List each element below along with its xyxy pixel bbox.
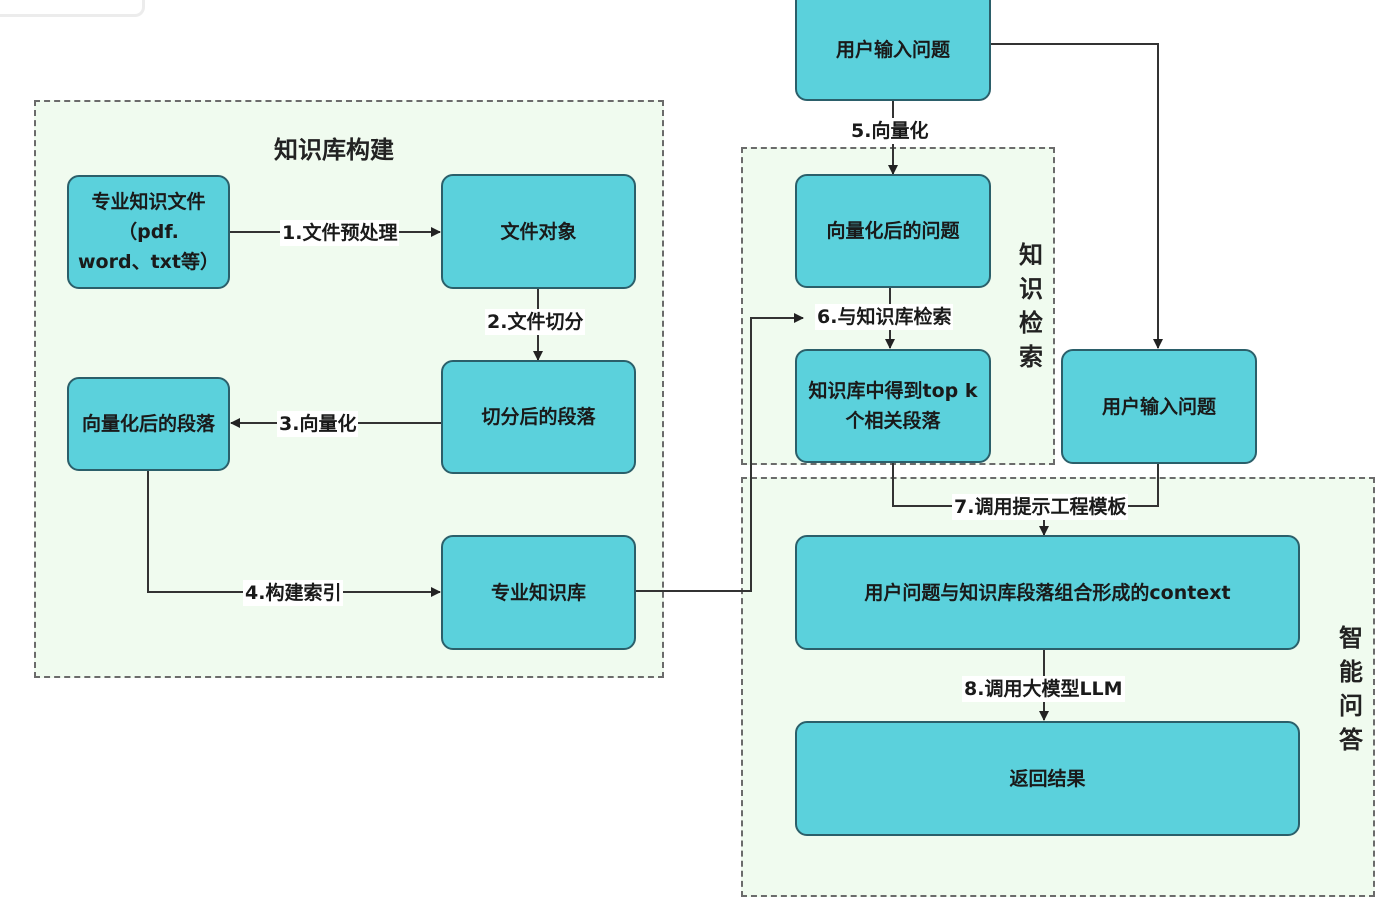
- node-user-question-top: 用户输入问题: [795, 0, 991, 101]
- edge-kb-to-retrieval: [636, 313, 804, 592]
- node-knowledge-base: 专业知识库: [441, 535, 636, 650]
- edge-user-question-forward: [990, 43, 1163, 349]
- edge-label-step6: 6.与知识库检索: [815, 304, 954, 330]
- edge-label-step8: 8.调用大模型LLM: [962, 676, 1125, 702]
- region-title-build: 知识库构建: [274, 136, 394, 164]
- edge-label-step5: 5.向量化: [849, 118, 931, 144]
- node-split-paragraphs: 切分后的段落: [441, 360, 636, 474]
- node-vectorized-question: 向量化后的问题: [795, 174, 991, 288]
- node-file-object: 文件对象: [441, 174, 636, 289]
- node-top-k-paragraphs: 知识库中得到top k 个相关段落: [795, 349, 991, 463]
- node-source-files: 专业知识文件 （pdf. word、txt等）: [67, 175, 230, 289]
- edge-label-step4: 4.构建索引: [243, 580, 344, 606]
- edge-label-step2: 2.文件切分: [485, 309, 586, 335]
- region-title-qa: 智 能 问 答: [1339, 624, 1363, 754]
- region-title-retrieval: 知 识 检 索: [1019, 241, 1043, 371]
- edge-label-step1: 1.文件预处理: [280, 220, 400, 246]
- window-edge-decoration: [0, 0, 145, 17]
- edge-label-step3: 3.向量化: [277, 411, 359, 437]
- node-user-question-right: 用户输入问题: [1061, 349, 1257, 464]
- edge-step4: [147, 471, 441, 597]
- node-result: 返回结果: [795, 721, 1300, 836]
- node-vectorized-paragraphs: 向量化后的段落: [67, 377, 230, 471]
- node-context: 用户问题与知识库段落组合形成的context: [795, 535, 1300, 650]
- edge-label-step7: 7.调用提示工程模板: [952, 494, 1129, 520]
